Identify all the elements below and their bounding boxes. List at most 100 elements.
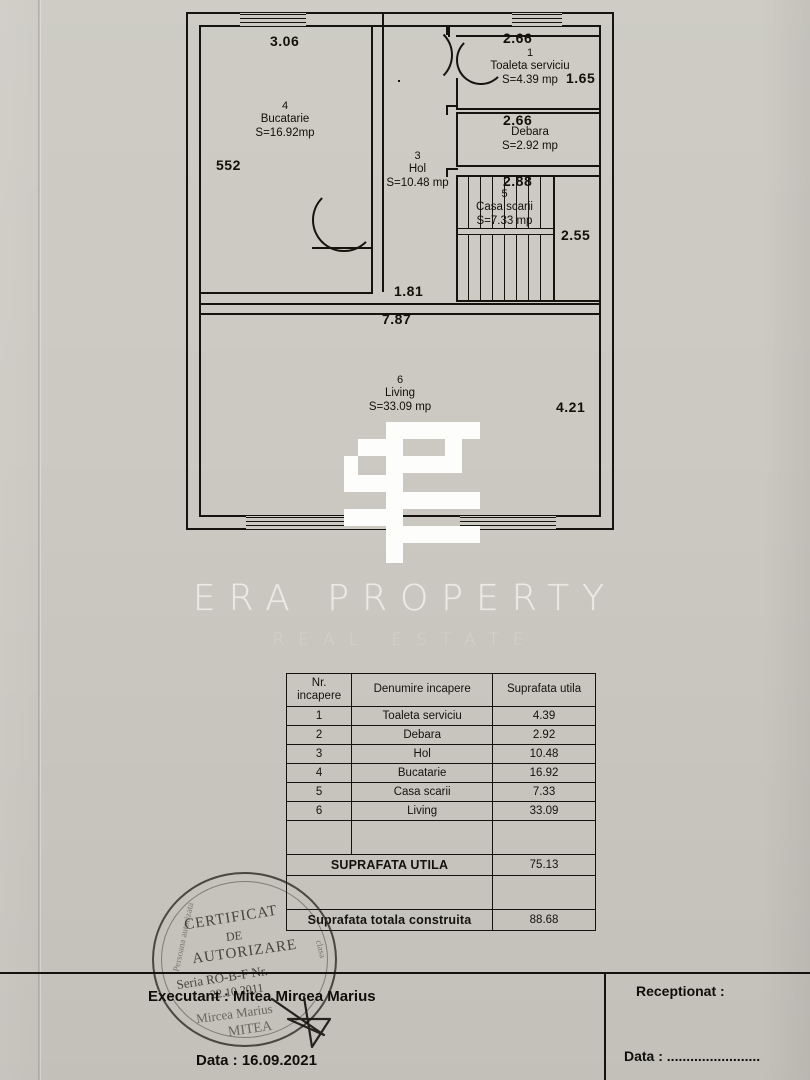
cell-area: 33.09 xyxy=(492,800,596,821)
stair-tread xyxy=(516,176,517,228)
table-row: 4 Bucatarie 16.92 xyxy=(285,762,596,783)
table-row-empty xyxy=(285,819,596,855)
room-name-5: Casa scarii xyxy=(476,200,533,213)
wall-outer-left xyxy=(186,12,188,530)
value-suprafata-utila: 75.13 xyxy=(492,853,596,876)
cell-name: Toaleta serviciu xyxy=(351,705,494,726)
door-entry-leaf xyxy=(398,80,400,82)
room-number-4: 4 xyxy=(281,100,289,112)
stair-tread xyxy=(540,176,541,228)
table-row: 3 Hol 10.48 xyxy=(285,743,596,764)
wall-outer-top xyxy=(186,12,614,14)
cell-nr: 2 xyxy=(285,724,353,745)
window-top-right xyxy=(512,13,562,26)
wall-debara-step-h xyxy=(446,105,458,107)
stairs-landing-line-a xyxy=(456,228,554,229)
room-number-3: 3 xyxy=(414,150,421,162)
signature-mark xyxy=(270,995,332,1049)
wall-kitchen-right-outer xyxy=(371,25,373,292)
cell-empty xyxy=(285,819,353,855)
cell-nr: 4 xyxy=(285,762,353,783)
cell-area: 10.48 xyxy=(492,743,596,764)
stair-tread xyxy=(492,234,493,300)
wall-debara-bottom xyxy=(456,165,601,167)
floor-plan-drawing: 3.06 552 2.66 1.65 2.66 2.88 2.55 1.81 7… xyxy=(186,12,614,530)
cell-area: 16.92 xyxy=(492,762,596,783)
dim-hall-bottom: 1.81 xyxy=(394,283,424,299)
table-row: 5 Casa scarii 7.33 xyxy=(285,781,596,802)
wall-stairs-stringer xyxy=(553,175,555,300)
stair-tread xyxy=(468,234,469,300)
paper-fold-highlight xyxy=(40,0,41,1080)
data-right-label: Data : ........................ xyxy=(624,1048,761,1064)
cell-area: 4.39 xyxy=(492,705,596,726)
th-nr-line2: incapere xyxy=(297,689,342,702)
room-name-3: Hol xyxy=(408,162,427,175)
executant-label: Executant : Mitea Mircea Marius xyxy=(148,988,376,1005)
wall-stairs-step-h xyxy=(446,168,458,170)
dim-stairs-right: 2.55 xyxy=(561,227,591,243)
cell-empty xyxy=(285,874,494,910)
receptionat-label: Receptionat : xyxy=(636,983,725,999)
footer-divider-vertical xyxy=(604,972,606,1080)
window-top-left xyxy=(240,13,306,26)
th-nr-line1: Nr. xyxy=(311,677,327,689)
cell-area: 7.33 xyxy=(492,781,596,802)
room-number-6: 6 xyxy=(396,374,404,386)
cell-empty xyxy=(492,874,596,910)
label-suprafata-totala-construita: Suprafata totala construita xyxy=(285,908,494,931)
stair-tread xyxy=(504,234,505,300)
cell-nr: 6 xyxy=(285,800,353,821)
wall-toilet-bottom xyxy=(456,108,601,110)
dim-living-right: 4.21 xyxy=(556,399,586,415)
room-area-4: S=16.92mp xyxy=(255,126,315,139)
room-number-5: 5 xyxy=(501,188,508,200)
cell-empty xyxy=(351,819,494,855)
table-header-row: Nr. incapere Denumire incapere Suprafata… xyxy=(285,673,596,707)
stair-tread xyxy=(540,234,541,300)
wall-outer-right xyxy=(612,12,614,530)
paper-fold-crease xyxy=(38,0,40,1080)
room-name-4: Bucatarie xyxy=(260,112,310,125)
dim-left-vertical: 552 xyxy=(216,157,241,173)
wall-stairs-left xyxy=(456,175,458,300)
cell-area: 2.92 xyxy=(492,724,596,745)
cell-name: Hol xyxy=(351,743,494,764)
wall-debara-top xyxy=(456,112,601,114)
wall-hall-right-outer xyxy=(446,25,448,35)
room-label-bucatarie: 4 Bucatarie S=16.92mp xyxy=(205,100,365,140)
wall-kitchen-bottom-outer xyxy=(199,292,373,294)
room-number-1: 1 xyxy=(526,47,534,59)
room-label-debara: Debara S=2.92 mp xyxy=(460,126,600,153)
dim-living-top: 7.87 xyxy=(382,311,412,327)
room-area-3: S=10.48 mp xyxy=(386,176,449,189)
room-name-2: Debara xyxy=(511,126,549,138)
th-suprafata-utila: Suprafata utila xyxy=(492,673,596,707)
room-label-hol: 3 Hol S=10.48 mp xyxy=(365,150,470,190)
room-area-1: S=4.39 mp xyxy=(502,73,558,86)
stair-tread xyxy=(480,176,481,228)
dim-toilet-right: 1.65 xyxy=(566,70,596,86)
th-denumire-incapere: Denumire incapere xyxy=(351,673,494,707)
data-left-label: Data : 16.09.2021 xyxy=(196,1052,317,1069)
cell-name: Debara xyxy=(351,724,494,745)
wall-stairs-bottom xyxy=(456,300,601,302)
table-row: 1 Toaleta serviciu 4.39 xyxy=(285,705,596,726)
room-label-toaleta: 1 Toaleta serviciu S=4.39 mp xyxy=(460,47,600,87)
door-swing-entry xyxy=(393,25,453,85)
cell-empty xyxy=(492,819,596,855)
window-bottom-right xyxy=(460,516,556,529)
stair-tread xyxy=(504,176,505,228)
wall-inner-top xyxy=(199,25,601,27)
room-label-living: 6 Living S=33.09 mp xyxy=(330,374,470,414)
stair-tread xyxy=(468,176,469,228)
stair-tread xyxy=(492,176,493,228)
stairs-landing-line-b xyxy=(456,234,554,235)
dim-stairs-width: 2.88 xyxy=(503,173,533,189)
room-schedule-table: Nr. incapere Denumire incapere Suprafata… xyxy=(285,673,596,931)
cell-nr: 5 xyxy=(285,781,353,802)
door-swing-toilet xyxy=(456,35,506,85)
room-area-6: S=33.09 mp xyxy=(368,400,432,413)
wall-inner-left xyxy=(199,25,201,515)
dim-debara-width: 2.66 xyxy=(503,112,533,128)
